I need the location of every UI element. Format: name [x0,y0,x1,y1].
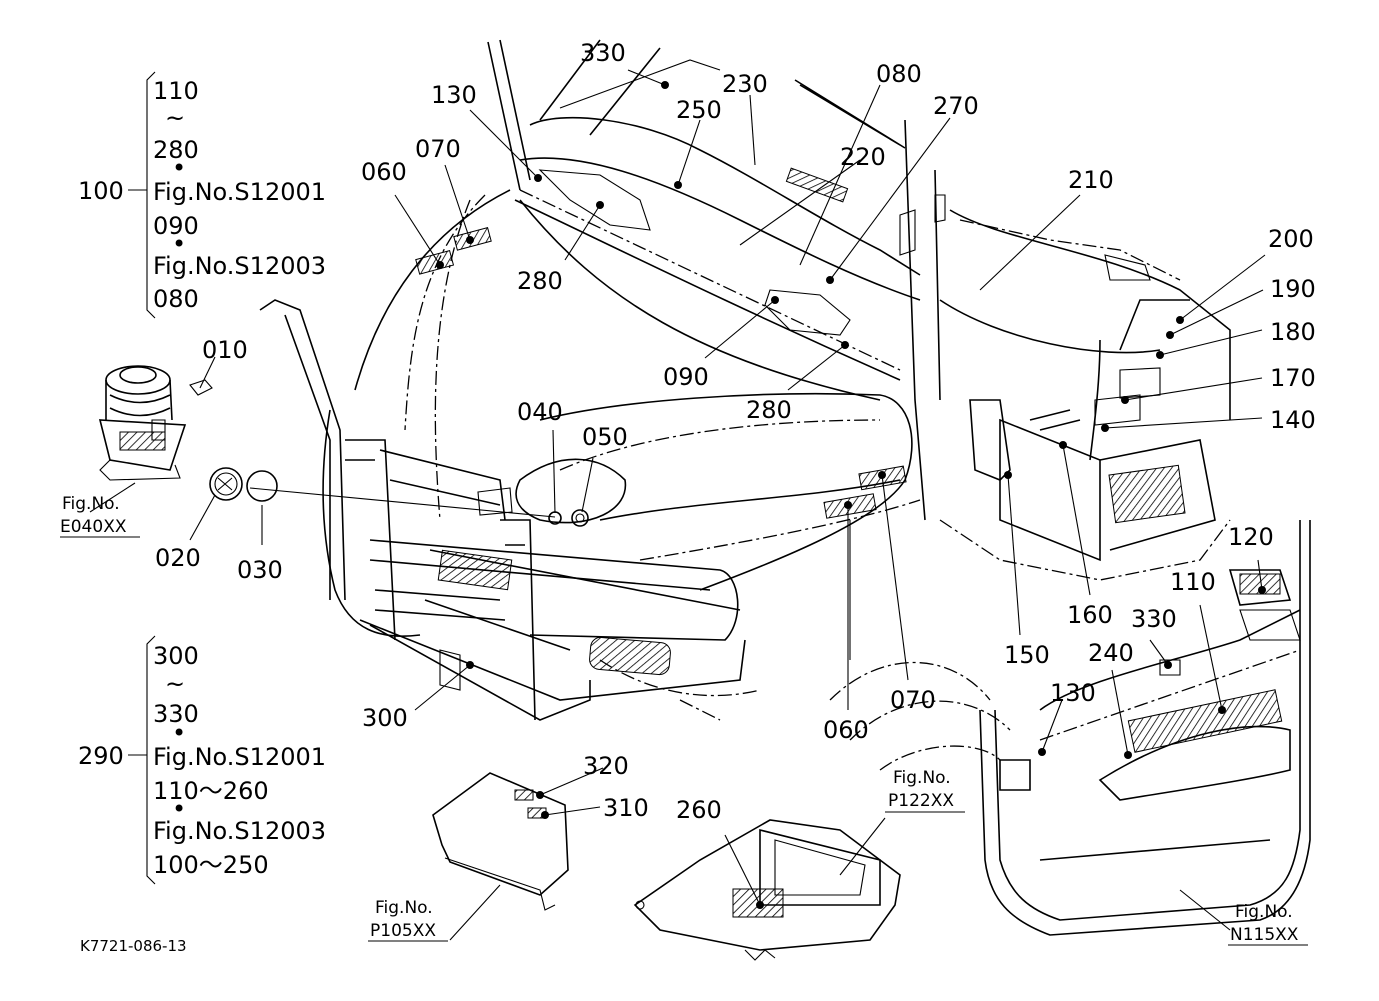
label-240: 240 [1088,639,1134,667]
group-100-line-8: Fig.No.S12003 [153,252,326,280]
fig-reference-e040: Fig.No. E040XX [60,494,127,537]
fig-ref-p122-code: P122XX [888,791,954,811]
fig-ref-p105-code: P105XX [370,921,436,941]
label-070-top: 070 [415,135,461,163]
label-130-door: 130 [1050,679,1096,707]
group-290-line-1: 300 [153,642,199,670]
label-090: 090 [663,363,709,391]
group-290-line-8: Fig.No.S12003 [153,817,326,845]
label-100: 100 [78,177,124,205]
fig-ref-p105-label: Fig.No. [375,898,433,918]
drawing-code: K7721-086-13 [80,937,187,955]
label-330-top: 330 [580,39,626,67]
fig-reference-p105: Fig.No. P105XX [370,898,436,941]
group-100-line-3: 280 [153,136,199,164]
door-line-art [979,520,1311,936]
label-160: 160 [1067,601,1113,629]
group-290-line-3: 330 [153,700,199,728]
group-100-line-1: 110 [153,77,199,105]
emblem-line-art [209,467,278,502]
reservoir-line-art [98,365,213,481]
label-280-left: 280 [517,267,563,295]
group-290-line-2: ~ [165,670,185,698]
group-100-line-5: Fig.No.S12001 [153,178,326,206]
label-180: 180 [1270,318,1316,346]
group-bracket-290 [128,635,156,885]
group-bracket-100 [128,71,156,319]
label-130-top: 130 [431,81,477,109]
label-150: 150 [1004,641,1050,669]
cabin-line-art [249,39,1231,771]
fig-reference-n115: Fig.No. N115XX [1230,902,1299,945]
label-290: 290 [78,742,124,770]
group-290-line-5: Fig.No.S12001 [153,743,326,771]
fig-ref-e040-code: E040XX [60,517,127,537]
group-100-line-9: 080 [153,285,199,313]
label-300: 300 [362,704,408,732]
label-220: 220 [840,143,886,171]
fig-ref-n115-label: Fig.No. [1235,902,1293,922]
group-290-line-7: • [172,795,186,823]
label-170: 170 [1270,364,1316,392]
group-100-line-4: • [172,154,186,182]
fig-ref-n115-code: N115XX [1230,925,1299,945]
label-010: 010 [202,336,248,364]
fig-ref-p122-label: Fig.No. [893,768,951,788]
group-100-line-7: • [172,230,186,258]
part-markers [436,81,1266,909]
label-260: 260 [676,796,722,824]
label-200: 200 [1268,225,1314,253]
label-280-center: 280 [746,396,792,424]
label-110: 110 [1170,568,1216,596]
label-310: 310 [603,794,649,822]
label-140: 140 [1270,406,1316,434]
label-210: 210 [1068,166,1114,194]
label-270: 270 [933,92,979,120]
label-230: 230 [722,70,768,98]
group-list-100: 110 ~ 280 • Fig.No.S12001 090 • Fig.No.S… [153,77,326,313]
label-030: 030 [237,556,283,584]
label-020: 020 [155,544,201,572]
label-060-bottom: 060 [823,716,869,744]
group-list-290: 300 ~ 330 • Fig.No.S12001 110～260 • Fig.… [153,642,326,879]
fig-reference-p122: Fig.No. P122XX [888,768,954,811]
label-190: 190 [1270,275,1316,303]
bracket-line-art [432,772,569,911]
label-320: 320 [583,752,629,780]
label-040: 040 [517,398,563,426]
label-330-door: 330 [1131,605,1177,633]
label-120: 120 [1228,523,1274,551]
label-070-bottom: 070 [890,686,936,714]
label-060-top: 060 [361,158,407,186]
console-line-art [633,819,901,961]
group-290-line-9: 100～250 [153,851,269,879]
group-290-line-4: • [172,719,186,747]
label-080-top: 080 [876,60,922,88]
group-100-line-6: 090 [153,212,199,240]
group-290-line-6: 110～260 [153,777,269,805]
label-250: 250 [676,96,722,124]
part-labels: 330 250 230 080 270 130 220 070 060 210 … [78,39,1316,824]
group-100-line-2: ~ [165,104,185,132]
fig-ref-e040-label: Fig.No. [62,494,120,514]
leader-lines [60,69,1308,946]
label-050: 050 [582,423,628,451]
